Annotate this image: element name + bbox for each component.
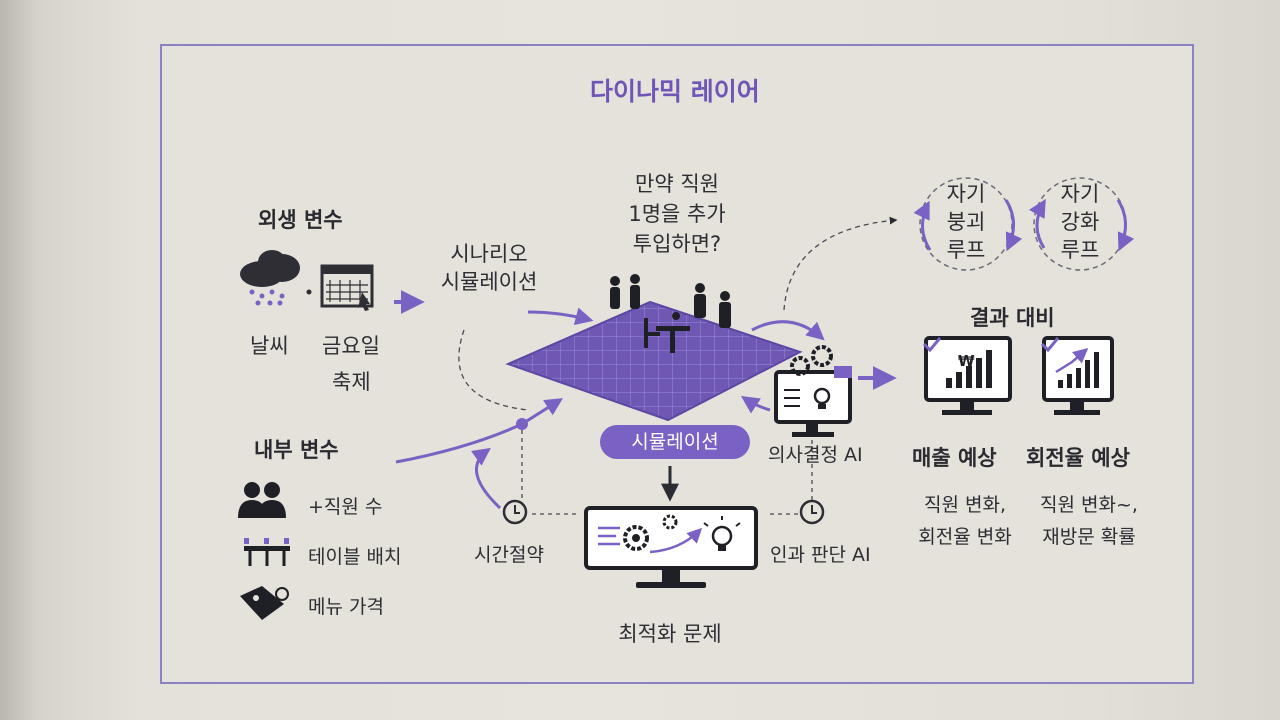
svg-text:₩: ₩	[958, 352, 975, 370]
staff-icon	[238, 482, 286, 518]
external-item-friday: 금요일	[322, 334, 380, 358]
question-line-3: 투입하면?	[632, 232, 722, 256]
staff-figures	[610, 274, 731, 353]
optimization-label: 최적화 문제	[618, 622, 722, 646]
internal-item-table: 테이블 배치	[308, 546, 402, 568]
decision-ai-monitor-icon	[774, 345, 852, 437]
simulation-pill: 시뮬레이션	[600, 425, 750, 459]
page-title: 다이나믹 레이어	[590, 77, 760, 106]
sales-forecast-line-2: 회전율 변화	[918, 526, 1012, 548]
turnover-forecast-title: 회전율 예상	[1026, 446, 1130, 470]
internal-item-staff: +직원 수	[308, 496, 383, 518]
price-tag-icon	[240, 586, 289, 620]
internal-heading: 내부 변수	[254, 438, 339, 462]
sales-chart-monitor-icon: ₩	[922, 336, 1012, 415]
turnover-forecast-line-2: 재방문 확률	[1042, 526, 1136, 548]
external-item-weather: 날씨	[250, 334, 289, 358]
calendar-icon	[320, 264, 374, 311]
time-saving-label: 시간절약	[474, 544, 544, 566]
scenario-label-2: 시뮬레이션	[440, 270, 538, 294]
junction-dot	[516, 418, 528, 430]
turnover-chart-monitor-icon	[1040, 336, 1114, 415]
clock-icon	[799, 499, 825, 525]
scenario-label-1: 시나리오	[450, 242, 528, 266]
feedback-dashed	[458, 329, 529, 411]
clock-icon	[502, 499, 528, 525]
question-line-1: 만약 직원	[635, 172, 719, 196]
external-item-festival: 축제	[332, 370, 371, 394]
dot-separator	[306, 289, 312, 295]
turnover-forecast-line-1: 직원 변화~,	[1040, 494, 1138, 516]
question-line-2: 1명을 추가	[628, 202, 726, 226]
sales-forecast-line-1: 직원 변화,	[924, 494, 1006, 516]
decision-ai-label: 의사결정 AI	[768, 444, 863, 466]
causal-ai-label: 인과 판단 AI	[770, 544, 871, 566]
internal-item-price: 메뉴 가격	[308, 596, 384, 618]
sales-forecast-title: 매출 예상	[912, 446, 997, 470]
optimization-monitor-icon	[584, 506, 758, 588]
result-heading: 결과 대비	[970, 306, 1055, 330]
time-loop-arrow	[471, 447, 502, 510]
table-layout-icon	[244, 538, 290, 566]
simulation-floor	[505, 300, 803, 422]
self-reinforce-loop	[1028, 177, 1135, 271]
weather-icon	[240, 250, 300, 306]
external-heading: 외생 변수	[258, 208, 343, 232]
scenario-arrow	[527, 307, 594, 325]
internal-arrow	[395, 398, 564, 464]
self-collapse-loop	[913, 177, 1023, 271]
